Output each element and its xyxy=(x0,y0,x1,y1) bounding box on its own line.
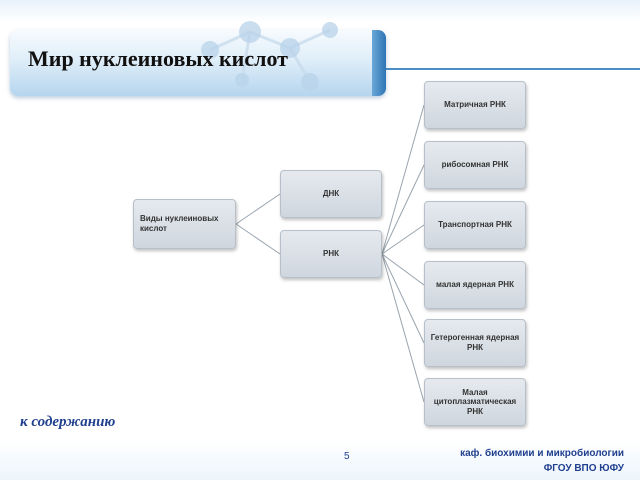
node-scrna: Малая цитоплазматическая РНК xyxy=(424,378,526,426)
connector-rna-hnrna xyxy=(381,253,425,344)
node-rrna: рибосомная РНК xyxy=(424,141,526,189)
footer-department: каф. биохимии и микробиологии xyxy=(460,448,624,459)
node-mrna: Матричная РНК xyxy=(424,81,526,129)
title-bar-edge xyxy=(372,30,386,96)
footer-band xyxy=(0,440,640,480)
table-of-contents-link[interactable]: к содержанию xyxy=(20,414,116,430)
node-root: Виды нуклеиновых кислот xyxy=(133,199,236,249)
footer-organization: каф. биохимии и микробиологии ФГОУ ВПО Ю… xyxy=(460,446,624,476)
footer-institution: ФГОУ ВПО ЮФУ xyxy=(543,463,624,474)
connector-rna-snrna xyxy=(381,253,425,286)
connector-root-dna xyxy=(235,193,281,225)
node-snrna: малая ядерная РНК xyxy=(424,261,526,309)
connector-rna-mrna xyxy=(381,104,425,255)
connector-rna-scrna xyxy=(381,253,425,403)
slide-title: Мир нуклеиновых кислот xyxy=(28,46,288,71)
node-rna: РНК xyxy=(280,230,382,278)
connector-rna-trna xyxy=(381,224,425,255)
title-bar xyxy=(10,30,386,96)
page-number: 5 xyxy=(344,451,350,462)
connector-root-rna xyxy=(235,223,281,255)
header-top-glow xyxy=(0,0,640,22)
molecule-icon xyxy=(201,21,338,91)
header-line xyxy=(386,68,640,70)
node-trna: Транспортная РНК xyxy=(424,201,526,249)
connector-rna-rrna xyxy=(381,164,425,255)
node-dna: ДНК xyxy=(280,170,382,218)
node-hnrna: Гетерогенная ядерная РНК xyxy=(424,319,526,367)
header-banner: Мир нуклеиновых кислот xyxy=(0,0,640,110)
